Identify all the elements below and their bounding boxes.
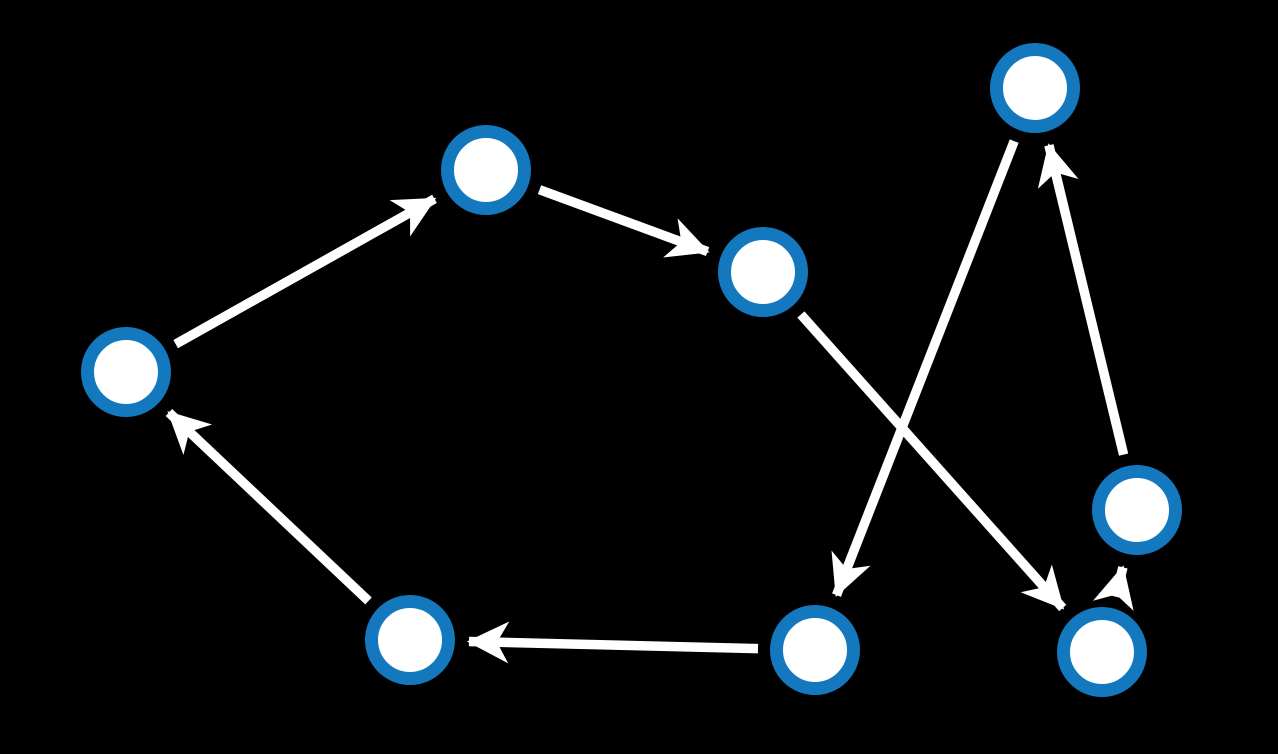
graph-node-7[interactable] [770,605,860,695]
graph-node-1[interactable] [990,43,1080,133]
nodes-layer [81,43,1182,697]
graph-edge-node-6-to-node-4[interactable] [165,409,372,605]
graph-node-4[interactable] [81,327,171,417]
graph-edge-node-8-to-node-5[interactable] [1093,565,1134,611]
graph-node-2[interactable] [441,125,531,215]
graph-edge-node-2-to-node-3[interactable] [537,185,710,258]
graph-node-5[interactable] [1092,465,1182,555]
graph-node-8[interactable] [1057,607,1147,697]
graph-edge-node-3-to-node-8[interactable] [797,311,1067,612]
graph-edge-node-7-to-node-6[interactable] [466,621,759,664]
graph-node-6[interactable] [365,595,455,685]
edges-layer [165,139,1134,664]
graph-node-3[interactable] [718,227,808,317]
graph-edge-node-4-to-node-2[interactable] [173,194,437,349]
graph-edge-node-5-to-node-1[interactable] [1037,143,1129,456]
graph-edge-node-1-to-node-7[interactable] [831,139,1019,598]
